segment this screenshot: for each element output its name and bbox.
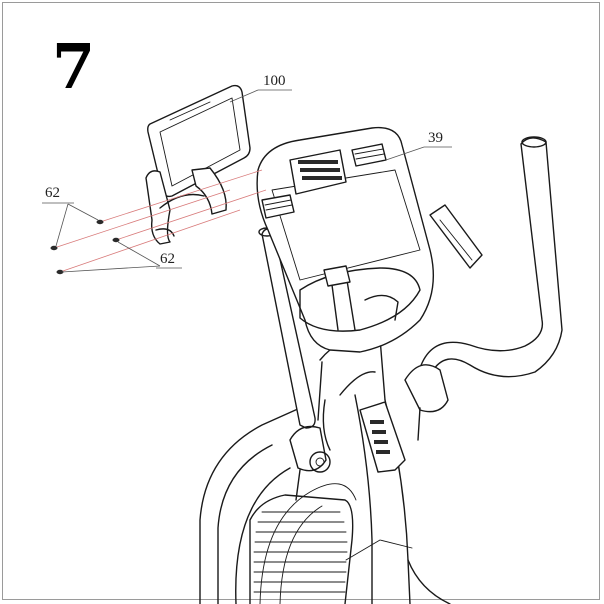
control-strip-keys bbox=[370, 420, 390, 454]
left-handlebar bbox=[258, 227, 331, 501]
screw-62-4 bbox=[56, 269, 64, 275]
screw-62-1 bbox=[96, 219, 104, 225]
screw-62-3 bbox=[50, 245, 58, 251]
flywheel-grille bbox=[253, 511, 348, 593]
screws-62 bbox=[50, 169, 267, 275]
console-speaker-left bbox=[261, 194, 295, 219]
tablet-holder-100 bbox=[145, 84, 251, 245]
callout-part-100: 100 bbox=[263, 73, 286, 89]
callout-leaders bbox=[42, 89, 452, 273]
screw-62-2 bbox=[112, 237, 120, 243]
callout-part-39: 39 bbox=[428, 130, 443, 146]
callout-part-62-upper: 62 bbox=[45, 185, 60, 201]
console-39 bbox=[256, 126, 483, 353]
machine-body bbox=[199, 394, 451, 604]
console-display-hatch bbox=[298, 160, 342, 180]
step-number: 7 bbox=[52, 30, 96, 103]
right-handlebar bbox=[404, 136, 563, 441]
callout-part-62-lower: 62 bbox=[160, 251, 175, 267]
